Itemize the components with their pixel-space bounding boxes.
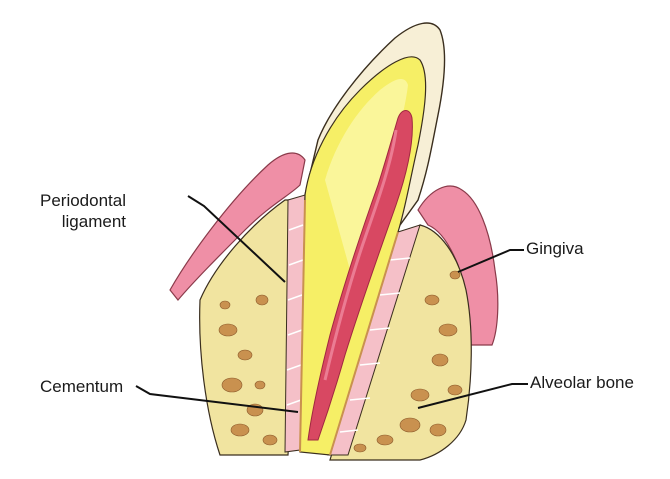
label-periodontal-line1: Periodontal [40, 190, 126, 211]
label-periodontal-ligament: Periodontal ligament [40, 190, 126, 232]
label-periodontal-line2: ligament [40, 211, 126, 232]
label-gingiva: Gingiva [526, 238, 584, 259]
label-alveolar-bone: Alveolar bone [530, 372, 634, 393]
label-cementum: Cementum [40, 376, 123, 397]
